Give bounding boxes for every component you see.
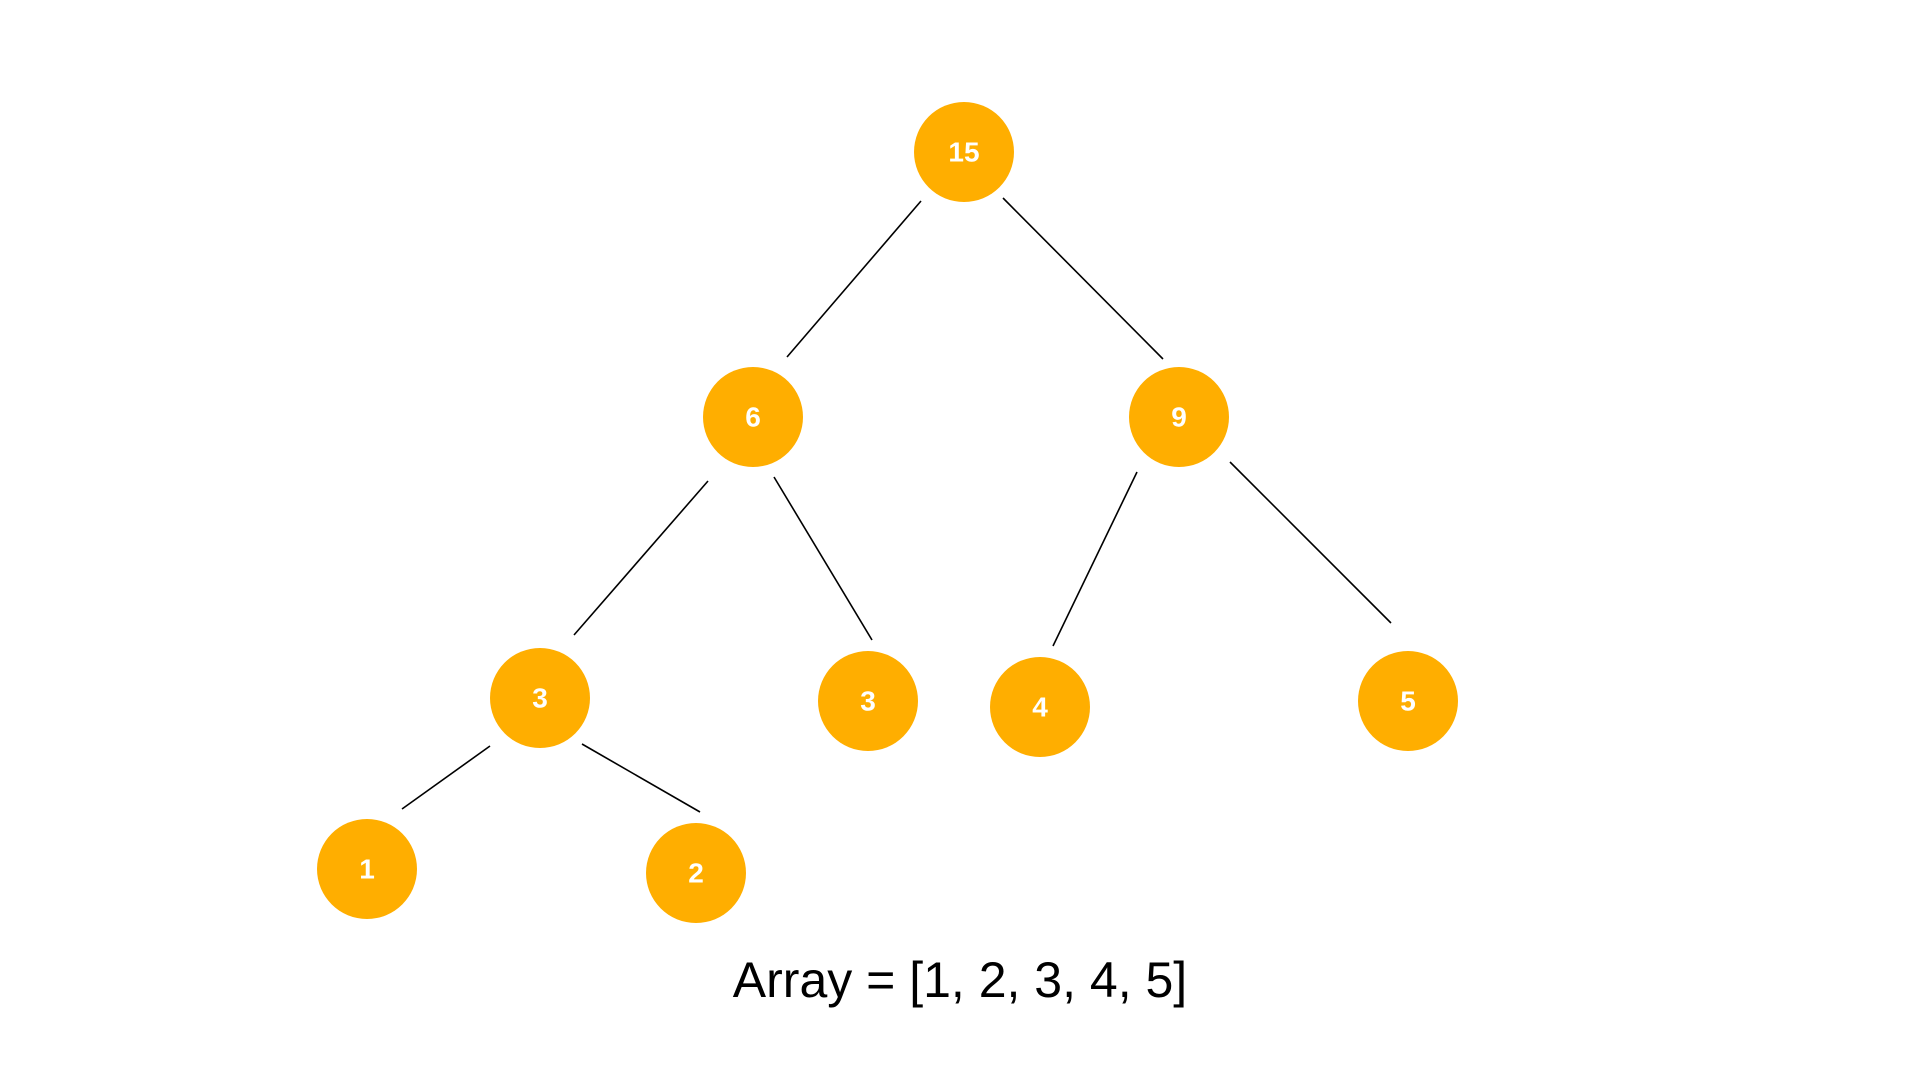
node-circle <box>1358 651 1458 751</box>
array-caption: Array = [1, 2, 3, 4, 5] <box>732 952 1188 1008</box>
edge-ll-llr <box>581 743 701 813</box>
edge-r-rr <box>1229 461 1392 624</box>
node-circle <box>990 657 1090 757</box>
node-label: 3 <box>532 683 548 714</box>
node-circle <box>914 102 1014 202</box>
node-label: 2 <box>688 858 704 889</box>
edge-root-r <box>1002 197 1164 360</box>
tree-node-l: 6 <box>703 367 803 467</box>
tree-node-llr: 2 <box>646 823 746 923</box>
tree-node-lll: 1 <box>317 819 417 919</box>
node-label: 5 <box>1400 686 1416 717</box>
node-circle <box>490 648 590 748</box>
edge-root-l <box>786 200 922 358</box>
node-circle <box>646 823 746 923</box>
tree-edges <box>401 197 1392 813</box>
edge-r-rl <box>1052 471 1138 647</box>
tree-node-root: 15 <box>914 102 1014 202</box>
node-circle <box>818 651 918 751</box>
tree-node-rl: 4 <box>990 657 1090 757</box>
tree-nodes: 15 6 9 3 3 4 5 1 2 <box>317 102 1458 923</box>
edge-l-ll <box>573 480 709 636</box>
node-circle <box>317 819 417 919</box>
tree-node-r: 9 <box>1129 367 1229 467</box>
tree-node-ll: 3 <box>490 648 590 748</box>
node-label: 1 <box>359 854 375 885</box>
node-label: 6 <box>745 402 761 433</box>
tree-node-lr: 3 <box>818 651 918 751</box>
node-label: 15 <box>948 137 979 168</box>
node-label: 4 <box>1032 692 1048 723</box>
node-circle <box>1129 367 1229 467</box>
node-label: 3 <box>860 686 876 717</box>
node-circle <box>703 367 803 467</box>
edge-ll-lll <box>401 745 491 810</box>
edge-l-lr <box>773 476 873 641</box>
tree-node-rr: 5 <box>1358 651 1458 751</box>
node-label: 9 <box>1171 402 1187 433</box>
